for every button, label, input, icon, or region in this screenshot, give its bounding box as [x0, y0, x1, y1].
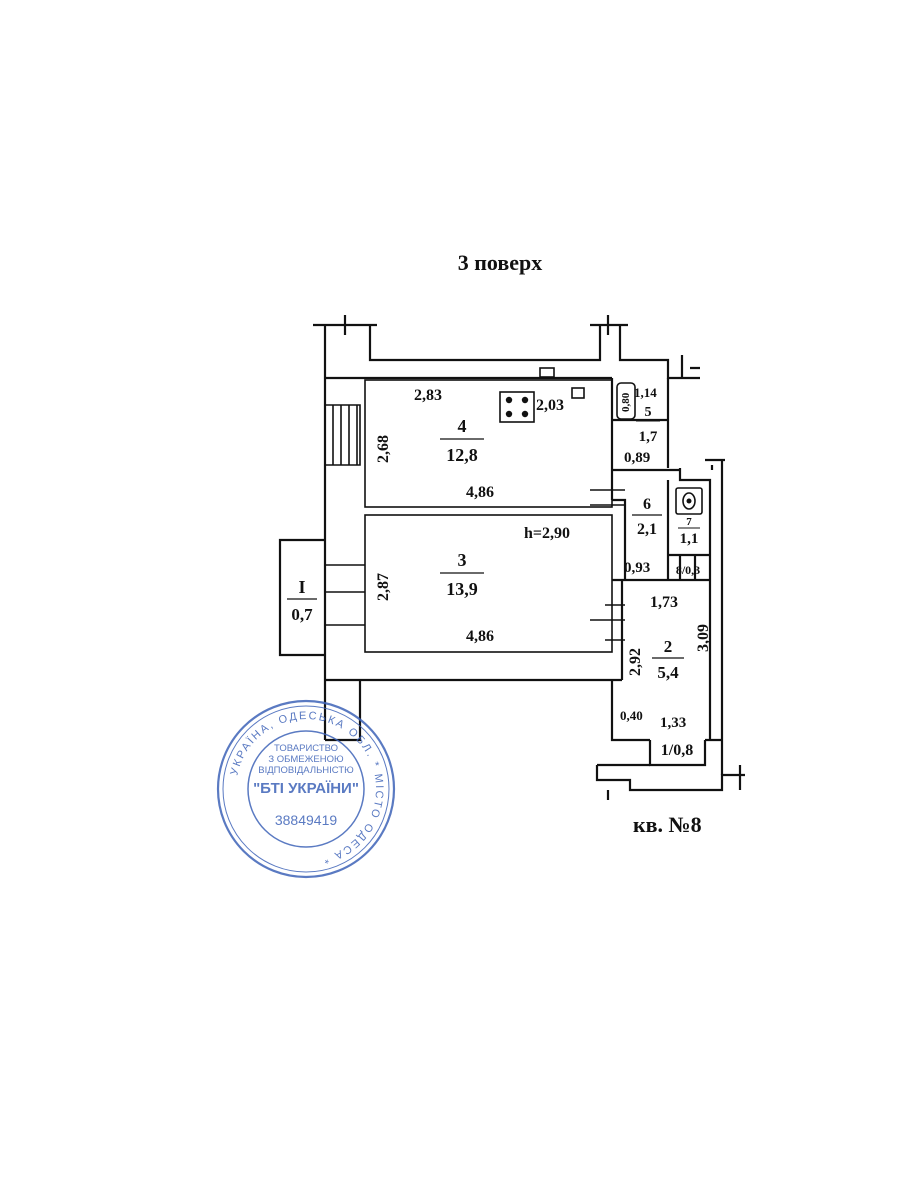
room-number: I: [298, 577, 305, 597]
company-seal: УКРАЇНА, ОДЕСЬКА ОБЛ. * МІСТО ОДЕСА * ТО…: [216, 699, 396, 879]
seal-line: З ОБМЕЖЕНОЮ: [268, 754, 344, 765]
room-area: 2,1: [637, 521, 657, 538]
dimension: 3,09: [695, 624, 712, 652]
seal-company-name: "БТІ УКРАЇНИ": [253, 780, 359, 797]
dimension: 0,40: [620, 708, 643, 723]
dimension: 2,87: [375, 573, 392, 601]
fixtures: [499, 367, 703, 515]
dimension: 4,86: [466, 484, 494, 501]
dimension: 2,03: [536, 397, 564, 414]
dimension: 4,86: [466, 628, 494, 645]
room-area: 1,7: [639, 429, 658, 445]
floor-title: 3 поверх: [457, 250, 543, 275]
room-number: 2: [664, 637, 673, 656]
walls: [278, 315, 745, 800]
seal-code: 38849419: [275, 812, 338, 828]
room-labels: 4 12,8 3 13,9 6 2,1 5 1,7 2 5,4 7 1,1 8/…: [287, 405, 700, 759]
room-number: 4: [458, 416, 467, 436]
room-number: 5: [645, 405, 652, 420]
dimension: 0,89: [624, 450, 650, 466]
dimension: 1,73: [650, 594, 678, 611]
room-number: 1/0,8: [661, 742, 693, 759]
room-number: 8/0,3: [676, 563, 700, 577]
vent-icon: [539, 367, 555, 378]
dimension: 1,33: [660, 715, 686, 731]
room-area: 1,1: [680, 531, 699, 547]
stove-icon: [499, 391, 535, 423]
room-area: 0,7: [291, 605, 313, 624]
seal-line: ВІДПОВІДАЛЬНІСТЮ: [258, 765, 354, 776]
dimension: 1,14: [634, 385, 657, 400]
ceiling-height: h=2,90: [524, 525, 570, 542]
dimension: 0,80: [620, 392, 632, 412]
toilet-icon: [675, 487, 703, 515]
room-number: 6: [643, 496, 651, 513]
sink-icon: [571, 387, 585, 399]
room-number: 7: [686, 516, 692, 528]
seal-line: ТОВАРИСТВО: [274, 743, 338, 754]
dimension-labels: 2,83 2,03 2,68 4,86 2,87 4,86 0,80 1,14 …: [375, 385, 712, 731]
dimension: 2,92: [627, 648, 644, 676]
shower-icon: [616, 382, 636, 420]
apartment-label: кв. №8: [633, 812, 702, 837]
room-number: 3: [458, 550, 467, 570]
room-area: 5,4: [657, 663, 679, 682]
dimension: 2,68: [375, 435, 392, 463]
room-area: 12,8: [446, 445, 478, 465]
room-area: 13,9: [446, 579, 478, 599]
dimension: 0,93: [624, 560, 650, 576]
dimension: 2,83: [414, 387, 442, 404]
